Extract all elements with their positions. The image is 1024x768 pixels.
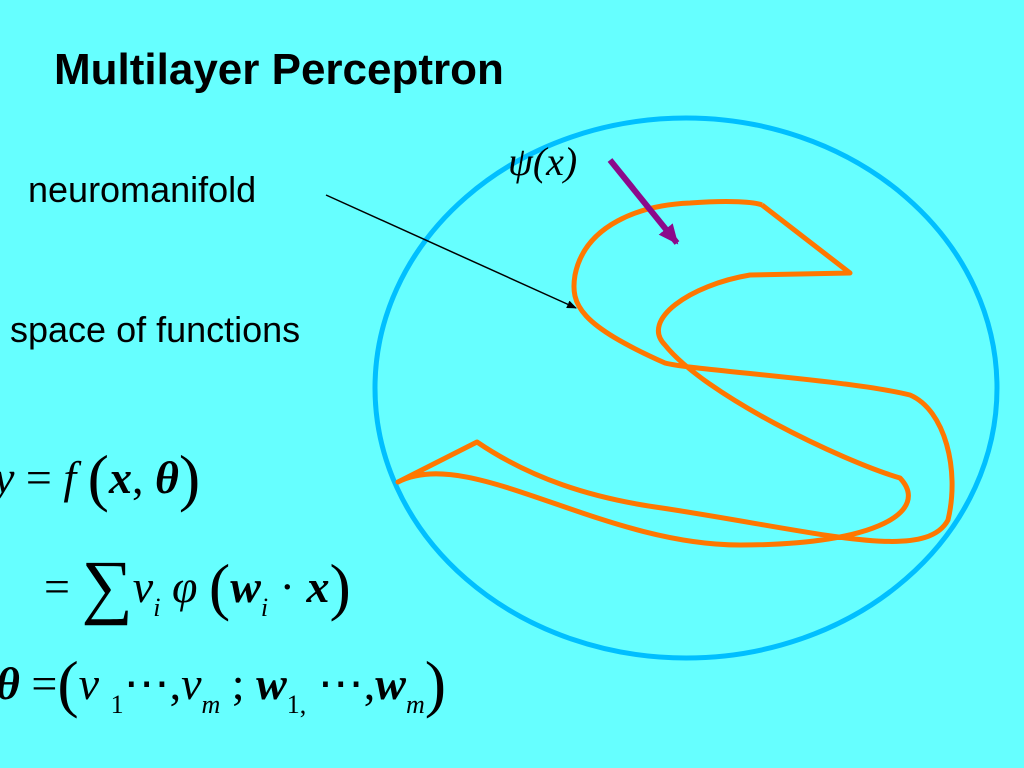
- eq3-v: v: [78, 658, 100, 709]
- eq2-x: x: [306, 561, 330, 612]
- eq1-theta: θ: [154, 452, 179, 503]
- eq1-lparen: (: [87, 442, 109, 513]
- eq3-equals: =: [31, 658, 58, 709]
- eq3-theta: θ: [0, 658, 20, 709]
- neuromanifold-curve: [395, 199, 955, 548]
- eq1-rparen: ): [178, 442, 201, 513]
- eq3-v2: v: [181, 658, 202, 709]
- equation-1: y = f (x, θ): [0, 446, 200, 510]
- eq3-sub-1comma: 1,: [286, 690, 307, 719]
- eq2-w: w: [230, 561, 261, 612]
- eq2-sub-i: i: [153, 593, 161, 622]
- eq2-equals: =: [44, 561, 70, 612]
- eq2-lparen: (: [208, 551, 231, 622]
- eq2-sum: ∑: [81, 546, 133, 626]
- eq2-dot: ·: [279, 561, 295, 612]
- neuromanifold-pointer-line: [325, 194, 577, 309]
- eq3-dots: ⋯: [123, 658, 170, 709]
- equation-2: = ∑vi φ (wi · x): [44, 550, 351, 622]
- eq1-equals: =: [25, 452, 52, 503]
- space-of-functions-label: space of functions: [10, 309, 301, 350]
- eq1-f: f: [63, 452, 77, 503]
- eq3-comma: ,: [169, 658, 182, 709]
- eq3-rparen: ): [424, 648, 447, 719]
- eq2-v: v: [132, 561, 154, 612]
- eq3-dots2: ⋯: [317, 658, 364, 709]
- eq3-comma2: ,: [363, 658, 376, 709]
- eq2-phi: φ: [171, 561, 198, 612]
- eq1-y: y: [0, 452, 14, 503]
- eq3-sub-1: 1: [110, 690, 124, 719]
- eq2-rparen: ): [329, 551, 351, 622]
- eq3-w: w: [256, 658, 287, 709]
- eq3-sub-m2: m: [405, 690, 425, 719]
- function-space-circle: [372, 115, 1000, 661]
- eq3-lparen: (: [57, 648, 79, 719]
- psi-label: ψ(x): [508, 139, 578, 184]
- eq1-x: x: [108, 452, 132, 503]
- eq1-comma: ,: [131, 452, 144, 503]
- equation-3: θ =(v 1⋯,vm ; w1, ⋯,wm): [0, 652, 446, 718]
- eq3-w2: w: [375, 658, 406, 709]
- psi-arrow: [607, 158, 680, 245]
- slide-title: Multilayer Perceptron: [54, 45, 504, 94]
- eq3-semicolon: ;: [231, 658, 245, 709]
- neuromanifold-label: neuromanifold: [28, 169, 257, 210]
- eq3-sub-m: m: [201, 690, 221, 719]
- eq2-sub-i2: i: [260, 593, 269, 622]
